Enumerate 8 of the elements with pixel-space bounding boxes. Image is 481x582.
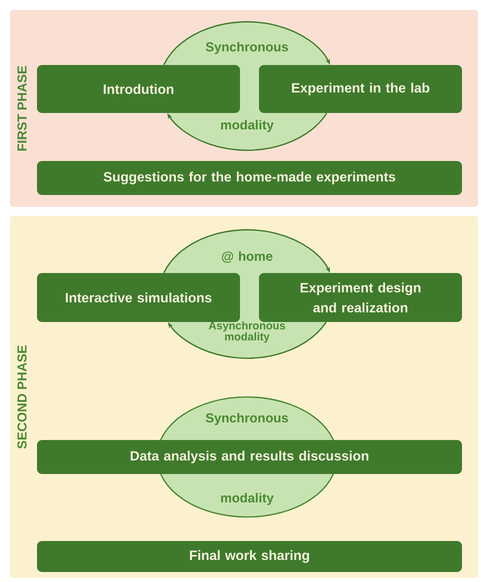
cycle-arrow <box>167 112 328 151</box>
process-box: Introdution <box>37 65 240 113</box>
process-box: Experiment in the lab <box>259 65 462 113</box>
process-box: Experiment design and realization <box>259 273 462 322</box>
process-box: Interactive simulations <box>37 273 240 322</box>
process-box: Data analysis and results discussion <box>37 440 462 474</box>
process-box: Final work sharing <box>37 541 462 572</box>
process-box: Suggestions for the home-made experiments <box>37 161 462 195</box>
